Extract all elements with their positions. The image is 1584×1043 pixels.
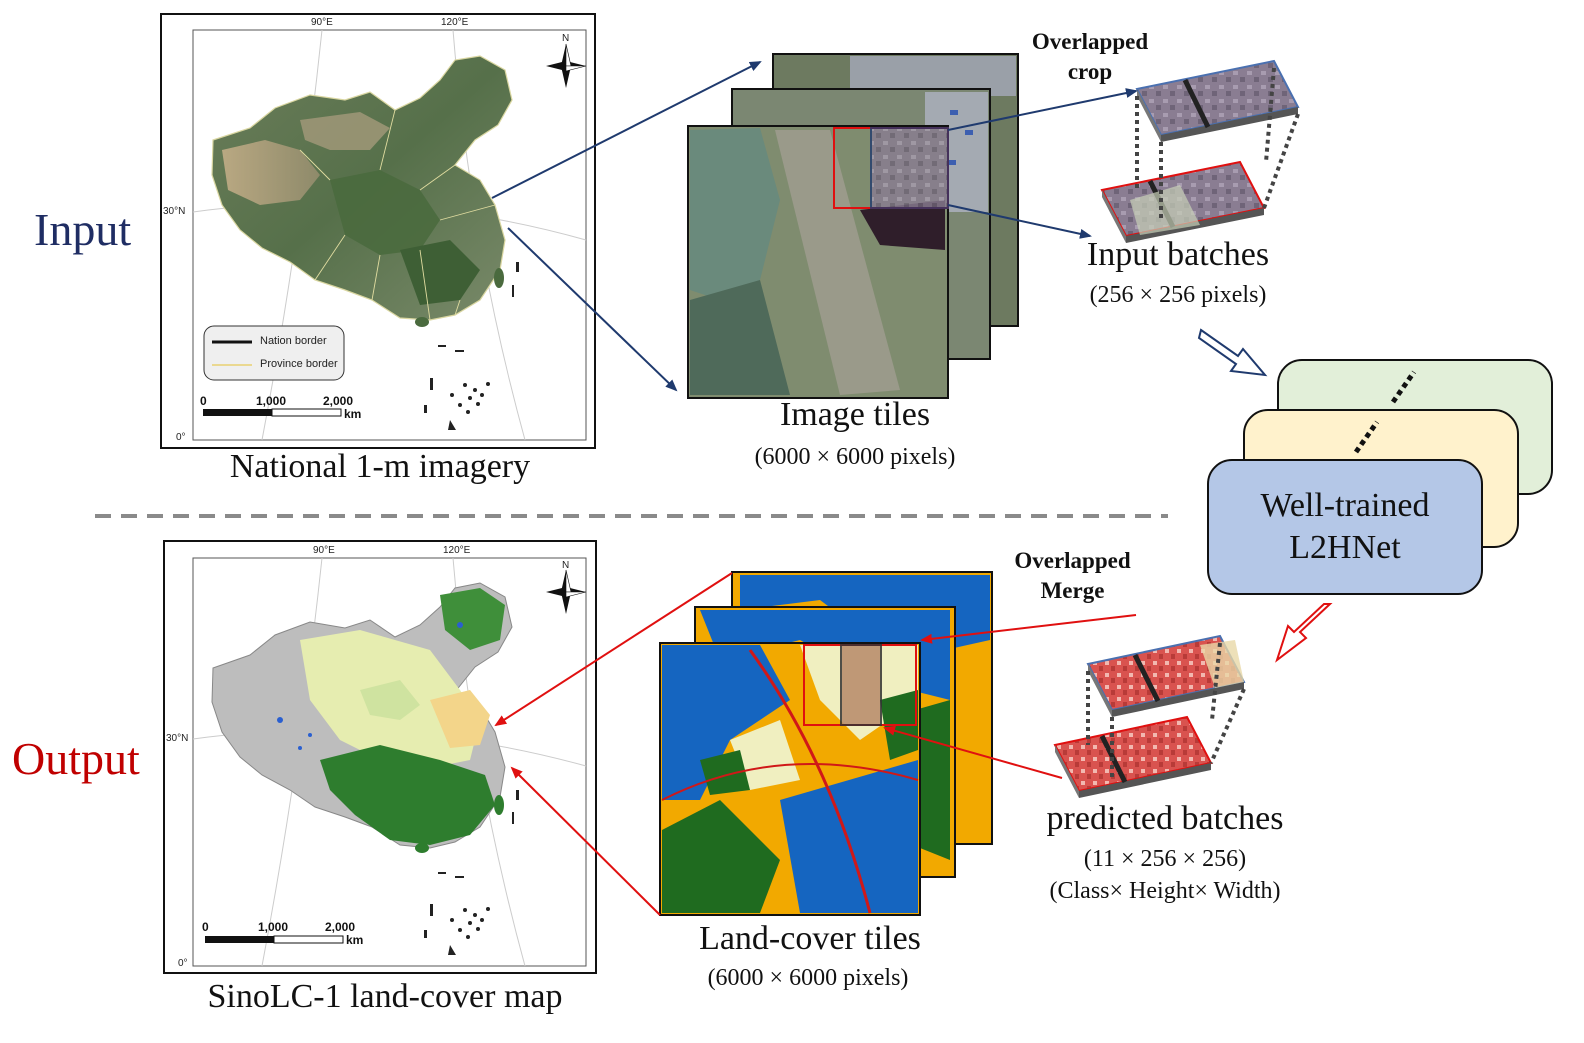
top-map-north-label: N <box>562 33 570 44</box>
legend-nation-border: Nation border <box>260 335 327 347</box>
top-map-lon-tick-90: 90°E <box>311 17 333 28</box>
model-label: Well-trained L2HNet <box>1260 487 1430 566</box>
top-map-lat-tick-30: 30°N <box>163 206 186 217</box>
input-batches-stack <box>1100 59 1300 243</box>
bottom-map-lat-tick-0: 0° <box>178 958 188 969</box>
input-batches-caption: Input batches <box>1086 236 1270 273</box>
landcover-tiles-size: (6000 × 6000 pixels) <box>707 965 909 991</box>
bottom-map-lon-tick-120: 120°E <box>443 545 471 556</box>
overlapped-crop-label: Overlapped crop <box>1031 29 1149 84</box>
input-section-label: Input <box>34 204 132 255</box>
bottom-map-lon-tick-90: 90°E <box>313 545 335 556</box>
national-imagery-map <box>160 13 596 449</box>
bottom-scale-0: 0 <box>202 920 209 934</box>
image-tiles-stack <box>687 53 1019 399</box>
output-section-label: Output <box>12 733 140 784</box>
landcover-map <box>163 540 597 974</box>
bottom-map-north-label: N <box>562 560 570 571</box>
bottom-map-lat-tick-30: 30°N <box>166 733 189 744</box>
bottom-map-caption: SinoLC-1 land-cover map <box>207 978 563 1015</box>
top-map-lon-tick-120: 120°E <box>441 17 469 28</box>
overlapped-merge-label: Overlapped Merge <box>1014 548 1131 603</box>
bottom-scale-unit: km <box>346 933 364 947</box>
top-scale-0: 0 <box>200 394 207 408</box>
bottom-scale-2000: 2,000 <box>325 920 356 934</box>
top-scale-1000: 1,000 <box>256 394 287 408</box>
predicted-batches-caption: predicted batches <box>1046 800 1284 837</box>
predicted-batches-size: (11 × 256 × 256) <box>1083 846 1247 872</box>
top-map-lat-tick-0: 0° <box>176 432 186 443</box>
bottom-scale-1000: 1,000 <box>258 920 289 934</box>
l2hnet-model-stack <box>1207 359 1553 595</box>
landcover-tiles-stack <box>659 571 993 916</box>
top-map-caption: National 1-m imagery <box>229 448 531 485</box>
landcover-tiles-caption: Land-cover tiles <box>699 920 921 957</box>
output-flow-arrows <box>494 572 1333 916</box>
legend-province-border: Province border <box>260 358 338 370</box>
top-scale-2000: 2,000 <box>323 394 354 408</box>
image-tiles-caption: Image tiles <box>779 396 931 433</box>
input-flow-arrows <box>491 61 1268 392</box>
predicted-batches-dims: (Class× Height× Width) <box>1049 878 1281 904</box>
image-tiles-size: (6000 × 6000 pixels) <box>754 444 956 470</box>
predicted-batches-stack <box>1053 634 1246 798</box>
top-scale-unit: km <box>344 407 362 421</box>
input-batches-size: (256 × 256 pixels) <box>1089 282 1267 308</box>
